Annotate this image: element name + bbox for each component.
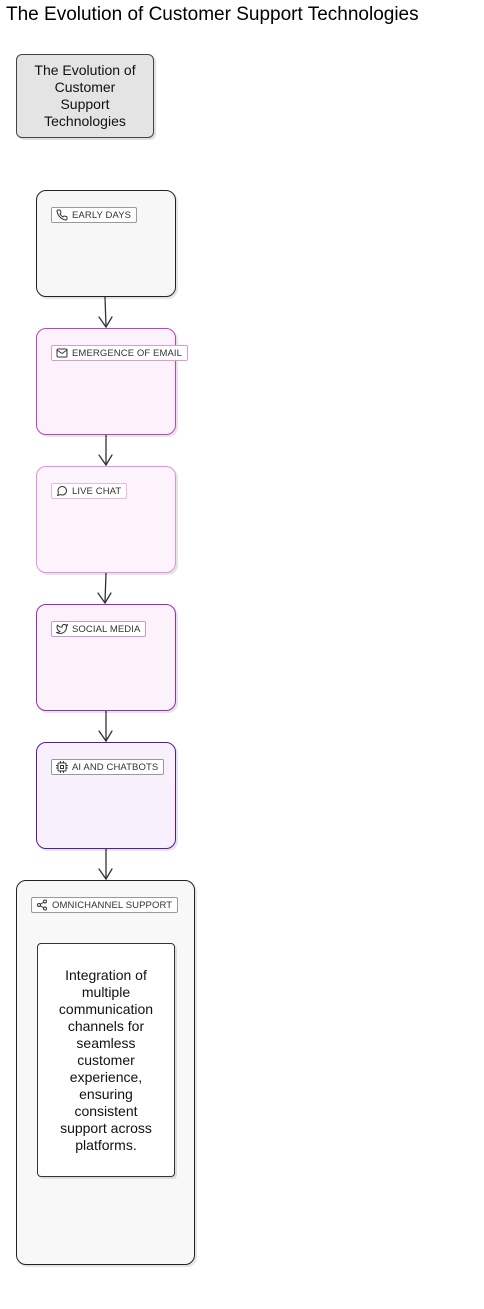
arrowhead-email-to-chat	[98, 454, 113, 467]
phone-icon	[55, 208, 69, 222]
stage-label-social-media: SOCIAL MEDIA	[51, 621, 147, 637]
stage-emergence-of-email: EMERGENCE OF EMAIL	[36, 328, 189, 435]
stage-label-omnichannel: OMNICHANNEL SUPPORT	[31, 897, 179, 913]
connector-early-to-email	[104, 296, 107, 327]
stage-label-early-days: EARLY DAYS	[51, 207, 138, 223]
arrowhead-social-to-ai	[98, 730, 113, 743]
stage-omnichannel-support: OMNICHANNEL SUPPORT Integration of multi…	[16, 880, 195, 1265]
cpu-chip-icon	[55, 760, 69, 774]
connector-chat-to-social	[104, 572, 107, 603]
stage-label-text: SOCIAL MEDIA	[72, 623, 141, 635]
stage-live-chat: LIVE CHAT	[36, 466, 176, 573]
mail-icon	[55, 346, 69, 360]
arrowhead-chat-to-social	[97, 592, 112, 605]
stage-label-live-chat: LIVE CHAT	[51, 483, 128, 499]
stage-social-media: SOCIAL MEDIA	[36, 604, 176, 711]
diagram-title-node: The Evolution of Customer Support Techno…	[16, 54, 154, 138]
stage-label-text: EARLY DAYS	[72, 209, 132, 221]
stage-label-text: OMNICHANNEL SUPPORT	[52, 899, 173, 911]
omnichannel-description: Integration of multiple communication ch…	[37, 943, 175, 1177]
stage-ai-and-chatbots: AI AND CHATBOTS	[36, 742, 176, 849]
arrowhead-ai-to-omni	[98, 868, 113, 881]
twitter-bird-icon	[55, 622, 69, 636]
stage-label-text: AI AND CHATBOTS	[72, 761, 159, 773]
arrowhead-early-to-email	[98, 316, 113, 329]
stage-label-ai-chatbots: AI AND CHATBOTS	[51, 759, 165, 775]
stage-label-text: LIVE CHAT	[72, 485, 122, 497]
stage-early-days: EARLY DAYS	[36, 190, 176, 297]
page-title: The Evolution of Customer Support Techno…	[6, 4, 419, 25]
share-nodes-icon	[35, 898, 49, 912]
stage-label-text: EMERGENCE OF EMAIL	[72, 347, 183, 359]
chat-bubble-icon	[55, 484, 69, 498]
stage-label-email: EMERGENCE OF EMAIL	[51, 345, 189, 361]
